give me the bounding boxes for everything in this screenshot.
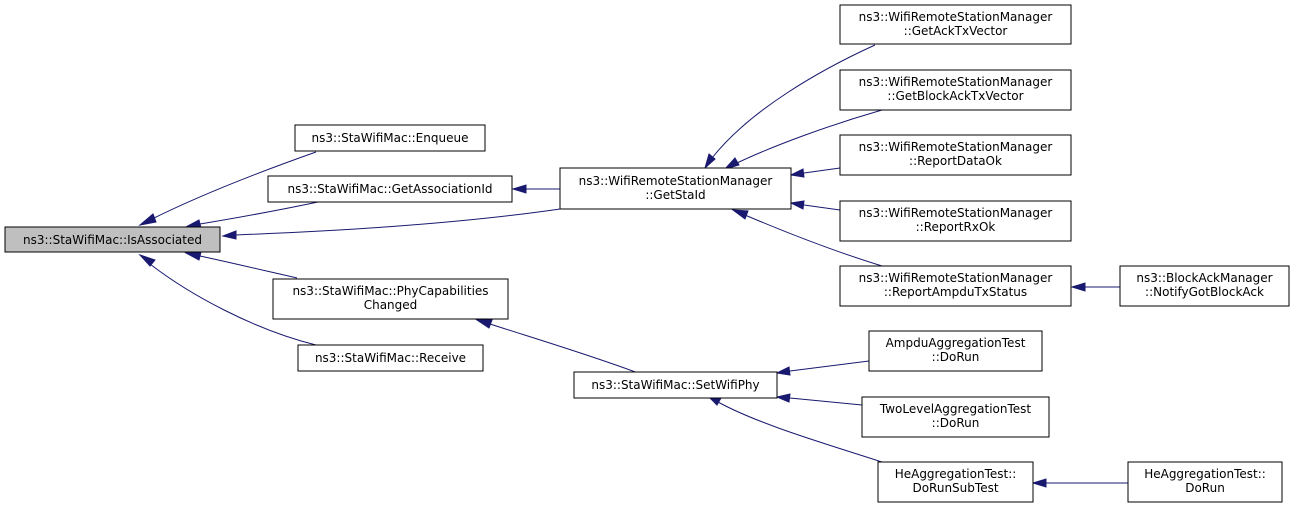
edge-notify-got-block-ack-to-report-ampdu-tx-status	[1070, 282, 1120, 292]
edge-receive-to-is-associated	[138, 253, 317, 346]
node-notify-got-block-ack-label-2: ::NotifyGotBlockAck	[1145, 285, 1264, 299]
node-phy-capabilities-changed[interactable]: ns3::StaWifiMac::PhyCapabilities Changed	[272, 278, 509, 320]
node-he-aggregation-test-run-label-1: HeAggregationTest::	[1144, 467, 1266, 481]
edge-two-level-aggregation-test-to-set-wifi-phy	[775, 393, 863, 406]
edge-ampdu-aggregation-test-to-set-wifi-phy	[775, 360, 870, 376]
node-report-rx-ok-label-2: ::ReportRxOk	[916, 220, 996, 234]
node-report-ampdu-tx-status-label-2: ::ReportAmpduTxStatus	[884, 285, 1027, 299]
node-get-ack-tx-vector[interactable]: ns3::WifiRemoteStationManager ::GetAckTx…	[839, 4, 1072, 45]
node-he-aggregation-test-run[interactable]: HeAggregationTest:: DoRun	[1127, 461, 1283, 503]
node-receive-label: ns3::StaWifiMac::Receive	[315, 351, 466, 365]
node-get-sta-id[interactable]: ns3::WifiRemoteStationManager ::GetStaId	[559, 167, 792, 210]
node-get-sta-id-label-1: ns3::WifiRemoteStationManager	[579, 174, 773, 188]
edge-report-rx-ok-to-get-sta-id	[789, 200, 841, 211]
node-two-level-aggregation-test[interactable]: TwoLevelAggregationTest ::DoRun	[861, 396, 1050, 438]
edge-phy-capabilities-changed-to-is-associated	[184, 251, 298, 279]
node-get-association-id-label: ns3::StaWifiMac::GetAssociationId	[287, 182, 492, 196]
node-enqueue-label: ns3::StaWifiMac::Enqueue	[312, 131, 469, 145]
node-get-block-ack-tx-vector-label-2: ::GetBlockAckTxVector	[887, 89, 1023, 103]
edge-set-wifi-phy-to-phy-capabilities-changed	[475, 319, 639, 374]
node-get-ack-tx-vector-label-2: ::GetAckTxVector	[904, 24, 1008, 38]
edge-get-block-ack-tx-vector-to-get-sta-id	[723, 109, 883, 170]
node-get-block-ack-tx-vector[interactable]: ns3::WifiRemoteStationManager ::GetBlock…	[839, 69, 1072, 111]
node-get-block-ack-tx-vector-label-1: ns3::WifiRemoteStationManager	[859, 75, 1053, 89]
node-is-associated[interactable]: ns3::StaWifiMac::IsAssociated	[4, 226, 221, 253]
node-set-wifi-phy[interactable]: ns3::StaWifiMac::SetWifiPhy	[573, 371, 778, 399]
edge-report-ampdu-tx-status-to-get-sta-id	[731, 209, 883, 267]
node-set-wifi-phy-label: ns3::StaWifiMac::SetWifiPhy	[591, 378, 759, 392]
node-phy-capabilities-changed-label-2: Changed	[364, 298, 418, 312]
node-report-data-ok-label-2: ::ReportDataOk	[909, 154, 1002, 168]
edge-get-ack-tx-vector-to-get-sta-id	[704, 44, 876, 170]
node-receive[interactable]: ns3::StaWifiMac::Receive	[297, 344, 484, 372]
node-report-data-ok[interactable]: ns3::WifiRemoteStationManager ::ReportDa…	[839, 134, 1072, 176]
node-enqueue[interactable]: ns3::StaWifiMac::Enqueue	[294, 124, 486, 152]
node-phy-capabilities-changed-label-1: ns3::StaWifiMac::PhyCapabilities	[292, 284, 488, 298]
node-report-rx-ok-label-1: ns3::WifiRemoteStationManager	[859, 206, 1053, 220]
node-report-data-ok-label-1: ns3::WifiRemoteStationManager	[859, 140, 1053, 154]
node-get-sta-id-label-2: ::GetStaId	[645, 188, 705, 202]
node-get-ack-tx-vector-label-1: ns3::WifiRemoteStationManager	[859, 10, 1053, 24]
node-he-aggregation-test-sub-label-1: HeAggregationTest::	[895, 467, 1017, 481]
edge-he-aggregation-test-sub-to-set-wifi-phy	[705, 394, 883, 463]
node-notify-got-block-ack-label-1: ns3::BlockAckManager	[1136, 271, 1272, 285]
node-get-association-id[interactable]: ns3::StaWifiMac::GetAssociationId	[267, 175, 513, 203]
node-he-aggregation-test-sub[interactable]: HeAggregationTest:: DoRunSubTest	[877, 461, 1034, 503]
node-report-ampdu-tx-status-label-1: ns3::WifiRemoteStationManager	[859, 271, 1053, 285]
edge-enqueue-to-is-associated	[138, 151, 317, 226]
node-notify-got-block-ack[interactable]: ns3::BlockAckManager ::NotifyGotBlockAck	[1119, 265, 1290, 307]
node-two-level-aggregation-test-label-1: TwoLevelAggregationTest	[879, 402, 1032, 416]
edge-get-sta-id-to-is-associated	[221, 208, 561, 240]
node-he-aggregation-test-run-label-2: DoRun	[1185, 481, 1225, 495]
node-report-ampdu-tx-status[interactable]: ns3::WifiRemoteStationManager ::ReportAm…	[839, 265, 1072, 307]
node-report-rx-ok[interactable]: ns3::WifiRemoteStationManager ::ReportRx…	[839, 200, 1072, 242]
node-is-associated-label: ns3::StaWifiMac::IsAssociated	[23, 233, 202, 247]
node-ampdu-aggregation-test-label-2: ::DoRun	[932, 350, 980, 364]
edge-report-data-ok-to-get-sta-id	[789, 167, 841, 178]
node-he-aggregation-test-sub-label-2: DoRunSubTest	[912, 481, 998, 495]
edge-get-association-id-to-is-associated	[184, 201, 319, 229]
edge-get-sta-id-to-get-association-id	[511, 184, 560, 194]
node-ampdu-aggregation-test[interactable]: AmpduAggregationTest ::DoRun	[868, 330, 1043, 372]
edge-he-aggregation-test-run-to-he-aggregation-test-sub	[1031, 478, 1128, 488]
node-two-level-aggregation-test-label-2: ::DoRun	[932, 416, 980, 430]
node-ampdu-aggregation-test-label-1: AmpduAggregationTest	[886, 336, 1026, 350]
